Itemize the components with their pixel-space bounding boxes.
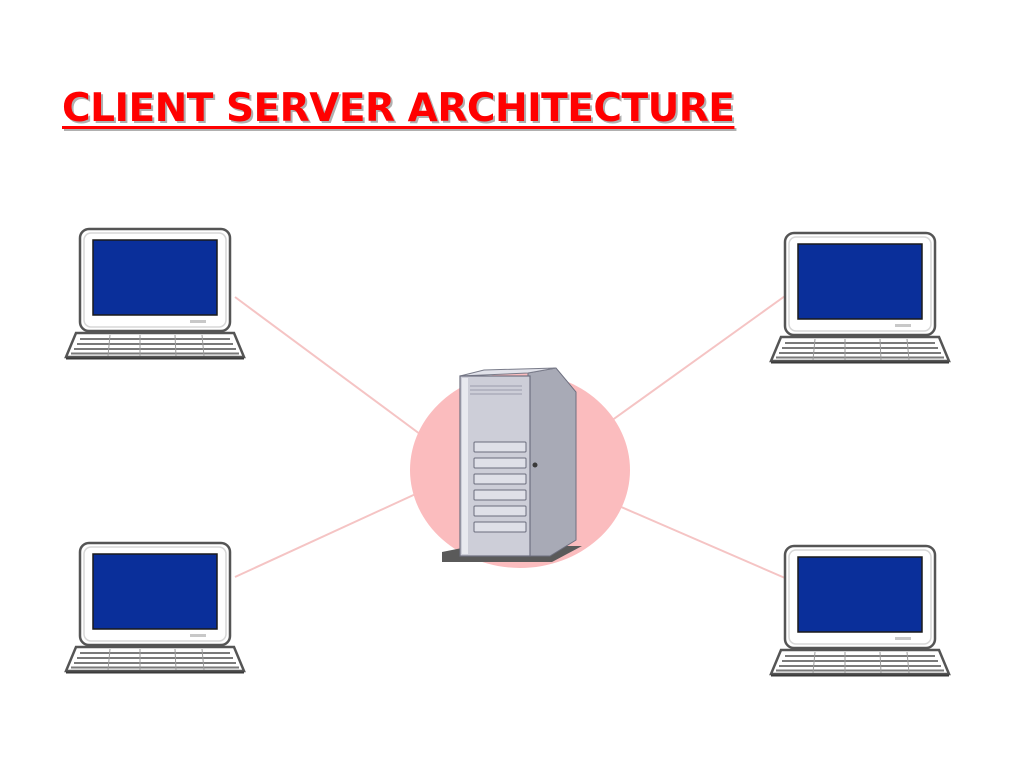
- client-laptop-icon: [64, 227, 246, 360]
- client-laptop-icon: [64, 541, 246, 674]
- connection-line: [611, 502, 786, 579]
- client-laptop-icon: [769, 231, 951, 364]
- connection-line: [234, 491, 421, 578]
- connection-line: [603, 295, 786, 427]
- server-tower-icon: [442, 367, 582, 562]
- connections: [234, 295, 786, 579]
- slide-title: CLIENT SERVER ARCHITECTURE: [62, 86, 735, 131]
- client-laptop-icon: [769, 544, 951, 677]
- connection-line: [234, 296, 429, 441]
